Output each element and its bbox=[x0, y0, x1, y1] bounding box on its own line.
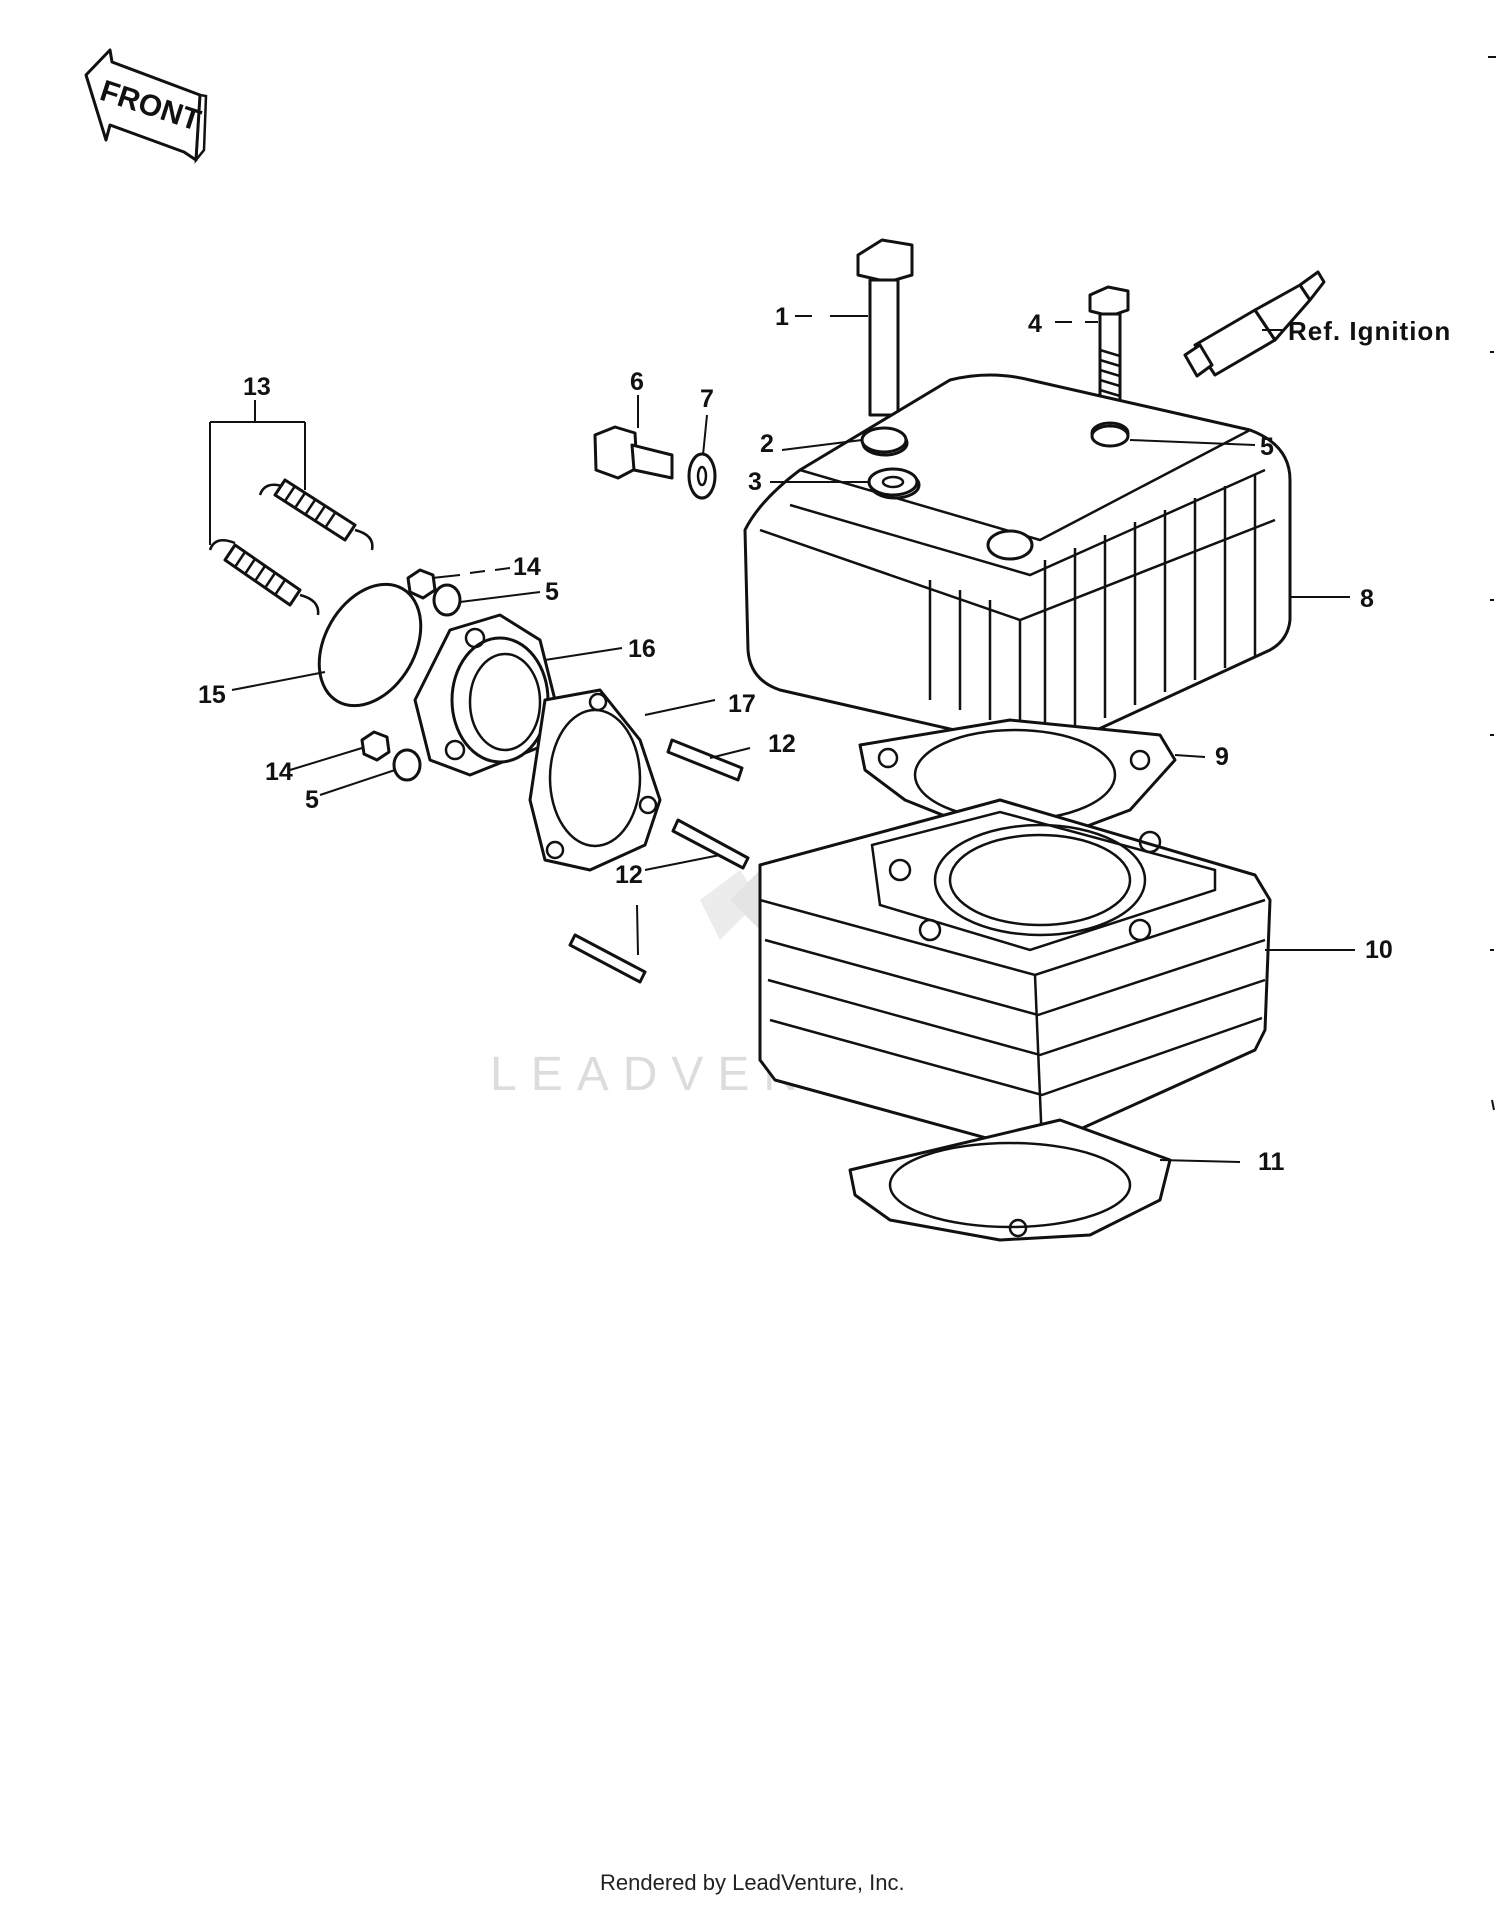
callout-14-upper: 14 bbox=[513, 553, 541, 581]
footer-credit: Rendered by LeadVenture, Inc. bbox=[600, 1870, 905, 1895]
callout-5-upper: 5 bbox=[545, 578, 559, 606]
stud-middle bbox=[671, 818, 750, 870]
leader-12b bbox=[644, 854, 721, 871]
washer-3 bbox=[867, 467, 919, 497]
head-bolt-1 bbox=[856, 238, 914, 417]
spring-upper bbox=[258, 478, 374, 551]
nut-lower bbox=[360, 730, 391, 762]
washer-5-lower-left bbox=[392, 748, 422, 782]
reference-ignition-note: Ref. Ignition bbox=[1288, 316, 1451, 346]
washer-5-upper-left bbox=[432, 583, 462, 617]
leader-14-upper bbox=[431, 567, 511, 579]
leader-2 bbox=[781, 439, 863, 451]
callout-3: 3 bbox=[748, 468, 762, 496]
leader-5-lower bbox=[319, 769, 396, 796]
washer-5-head bbox=[1090, 424, 1130, 448]
callout-5-lower: 5 bbox=[305, 786, 319, 814]
nut-upper bbox=[406, 568, 437, 600]
leader-5-head bbox=[1129, 439, 1256, 446]
leader-13 bbox=[209, 400, 306, 545]
leader-5-upper bbox=[459, 591, 541, 603]
o-ring bbox=[317, 582, 423, 708]
callout-9: 9 bbox=[1215, 743, 1229, 771]
callout-2: 2 bbox=[760, 430, 774, 458]
callout-15: 15 bbox=[198, 681, 226, 709]
edge-marks bbox=[1488, 56, 1496, 1111]
washer-2 bbox=[860, 426, 908, 454]
cylinder-head bbox=[743, 373, 1292, 749]
leader-11 bbox=[1159, 1159, 1241, 1163]
callout-16: 16 bbox=[628, 635, 656, 663]
intake-manifold bbox=[413, 613, 557, 777]
intake-gasket bbox=[528, 688, 662, 872]
callout-13: 13 bbox=[243, 373, 271, 401]
callout-14-lower: 14 bbox=[265, 758, 293, 786]
washer-7 bbox=[687, 452, 717, 500]
base-gasket bbox=[848, 1118, 1172, 1242]
callout-1: 1 bbox=[775, 303, 789, 331]
bolt-6 bbox=[593, 425, 674, 480]
leader-7 bbox=[702, 414, 708, 456]
spark-plug bbox=[1183, 270, 1326, 378]
callout-11: 11 bbox=[1258, 1148, 1285, 1176]
leader-17 bbox=[644, 699, 716, 716]
callout-8: 8 bbox=[1360, 585, 1374, 613]
leader-12c bbox=[636, 904, 639, 956]
leader-15 bbox=[231, 671, 326, 691]
callout-5-head: 5 bbox=[1260, 433, 1274, 461]
leader-16 bbox=[544, 647, 623, 661]
callout-10: 10 bbox=[1365, 936, 1393, 964]
leader-12a bbox=[709, 747, 751, 759]
callout-17: 17 bbox=[728, 690, 756, 718]
callout-12-lower: 12 bbox=[615, 861, 643, 889]
head-bolt-4 bbox=[1088, 285, 1130, 411]
callout-6: 6 bbox=[630, 368, 644, 396]
stud-lower bbox=[568, 933, 647, 984]
callout-7: 7 bbox=[700, 385, 714, 413]
front-arrow-icon: FRONT bbox=[84, 48, 208, 164]
callout-12-upper: 12 bbox=[768, 730, 796, 758]
spring-lower bbox=[208, 538, 320, 616]
leader-9 bbox=[1174, 754, 1206, 758]
callout-4: 4 bbox=[1028, 310, 1042, 338]
cylinder-block bbox=[758, 798, 1272, 1152]
stud-upper bbox=[666, 738, 744, 782]
leader-14-lower bbox=[289, 747, 363, 771]
